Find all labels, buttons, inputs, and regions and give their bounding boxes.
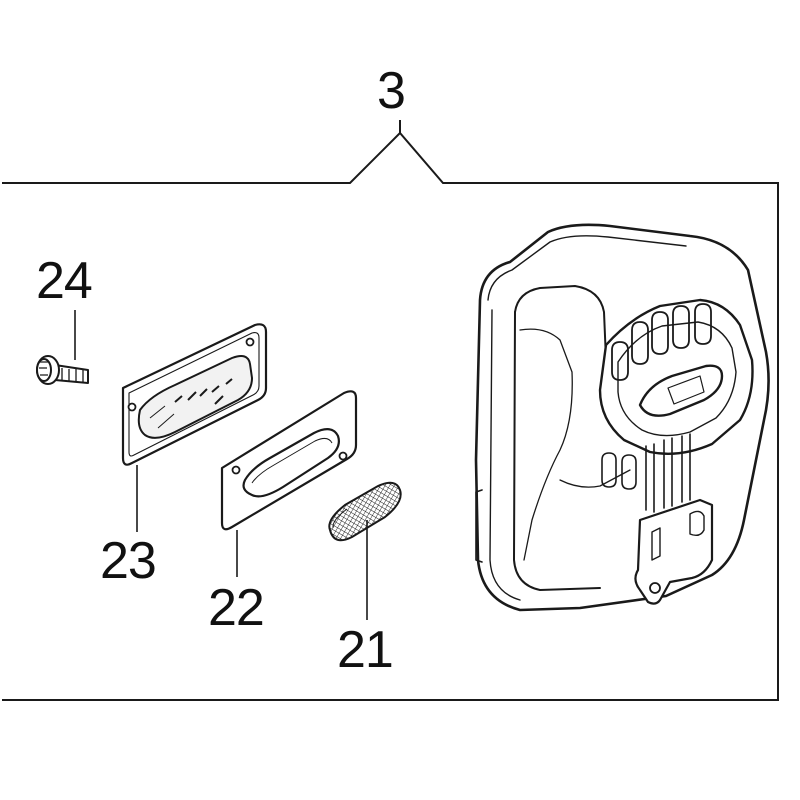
gasket-part [220,390,358,531]
part-number-label-21: 21 [337,621,394,679]
part-number-label-22: 22 [208,579,265,637]
muffler-body-part [474,223,770,612]
cover-plate-part [121,323,268,466]
assembly-number-label: 3 [377,62,406,120]
part-number-label-24: 24 [36,252,93,310]
assembly-bracket-frame [2,131,779,701]
part-number-label-23: 23 [100,532,157,590]
screw-part [36,355,89,385]
spark-screen-part [328,481,402,542]
